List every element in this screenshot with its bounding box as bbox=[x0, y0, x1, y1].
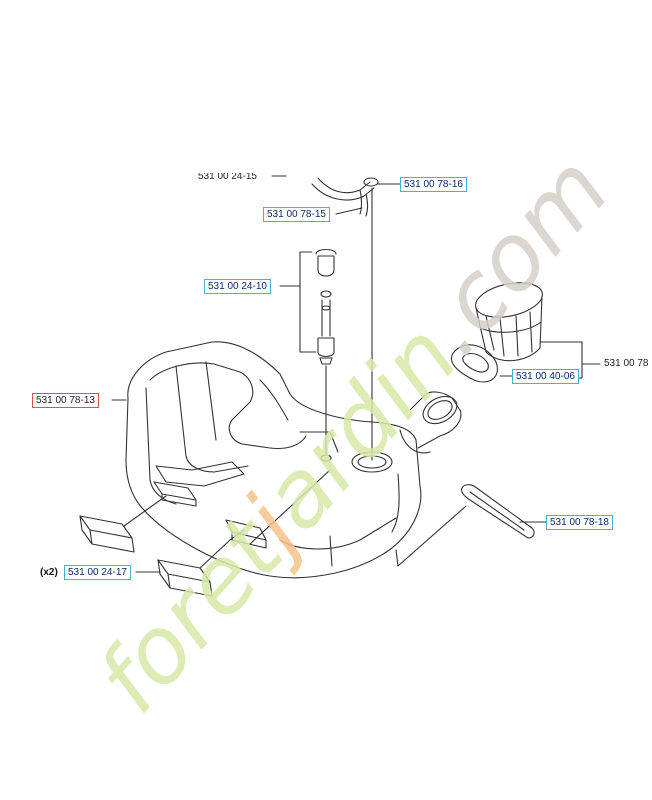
fuel-filter-assembly bbox=[315, 248, 337, 365]
callout-cap-hose-top[interactable]: 531 00 24-15 bbox=[198, 171, 257, 182]
rubber-pad-bottom bbox=[157, 559, 213, 597]
cap-gasket bbox=[450, 344, 498, 383]
callout-cap-assy[interactable]: 531 00 78 bbox=[604, 358, 649, 369]
callout-hose[interactable]: 531 00 78-15 bbox=[263, 207, 330, 222]
callout-filter-assy[interactable]: 531 00 24-10 bbox=[204, 279, 271, 294]
callout-pad-bottom[interactable]: 531 00 24-17 bbox=[64, 565, 131, 580]
callout-cap-gasket[interactable]: 531 00 40-06 bbox=[512, 369, 579, 384]
quantity-label: (x2) bbox=[40, 567, 58, 578]
rubber-pad-left bbox=[79, 515, 135, 553]
fuel-tank bbox=[125, 341, 462, 579]
callout-tank[interactable]: 531 00 78-13 bbox=[32, 393, 99, 408]
rubber-pad-middle bbox=[225, 519, 267, 549]
rubber-pad-top bbox=[153, 481, 197, 507]
callout-pad-side[interactable]: 531 00 78-18 bbox=[546, 515, 613, 530]
side-pad bbox=[460, 484, 535, 539]
callout-grommet-top[interactable]: 531 00 78-16 bbox=[400, 177, 467, 192]
fuel-hose-elbow bbox=[311, 177, 379, 217]
fuel-cap bbox=[475, 282, 543, 362]
